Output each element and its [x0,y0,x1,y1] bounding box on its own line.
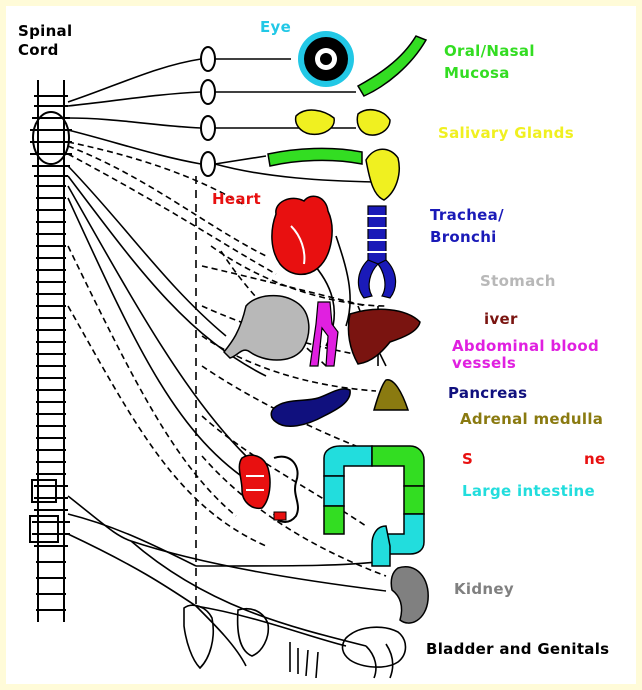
liver-organ [348,309,420,364]
label-large-intestine: Large intestine [462,482,595,501]
label-eye: Eye [260,18,291,37]
diagram-canvas: Spinal Cord Eye Oral/Nasal Mucosa Saliva… [6,6,636,684]
label-oral-nasal-mucosa-line2: Mucosa [444,64,535,83]
label-stomach: Stomach [480,272,556,291]
label-small-intestine-left: S [462,450,473,469]
label-small-intestine-right: ne [584,450,605,469]
ganglia [201,47,215,176]
label-abdominal-blood-vessels: Abdominal blood vessels [452,338,599,372]
label-kidney: Kidney [454,580,514,599]
label-pancreas: Pancreas [448,384,527,403]
label-trachea-bronchi: Trachea/ Bronchi [430,206,504,247]
label-heart: Heart [212,190,261,209]
heart-organ [272,196,332,274]
adrenal-medulla-organ [374,380,408,410]
trachea-bronchi-organ [358,206,395,298]
label-spinal-cord: Spinal Cord [18,22,72,60]
label-bladder-genitals: Bladder and Genitals [426,640,609,659]
spinal-cord [30,80,72,622]
label-oral-nasal-mucosa-line1: Oral/Nasal [444,42,535,61]
eye-organ [298,31,354,87]
label-abdominal-blood-vessels-line2: vessels [452,355,599,372]
label-adrenal-medulla: Adrenal medulla [460,410,603,429]
large-intestine-organ [324,446,424,566]
bladder-genitals-organ [184,605,406,678]
label-trachea-bronchi-line2: Bronchi [430,228,504,247]
label-liver: iver [484,310,518,329]
label-trachea-bronchi-line1: Trachea/ [430,206,504,225]
stomach-organ [224,296,309,360]
kidney-organ [391,567,428,623]
label-salivary-glands: Salivary Glands [438,124,574,143]
label-spinal-cord-line2: Cord [18,41,72,60]
pancreas-organ [271,389,350,426]
label-oral-nasal-mucosa: Oral/Nasal Mucosa [444,42,535,83]
label-abdominal-blood-vessels-line1: Abdominal blood [452,338,599,355]
label-spinal-cord-line1: Spinal [18,22,72,41]
